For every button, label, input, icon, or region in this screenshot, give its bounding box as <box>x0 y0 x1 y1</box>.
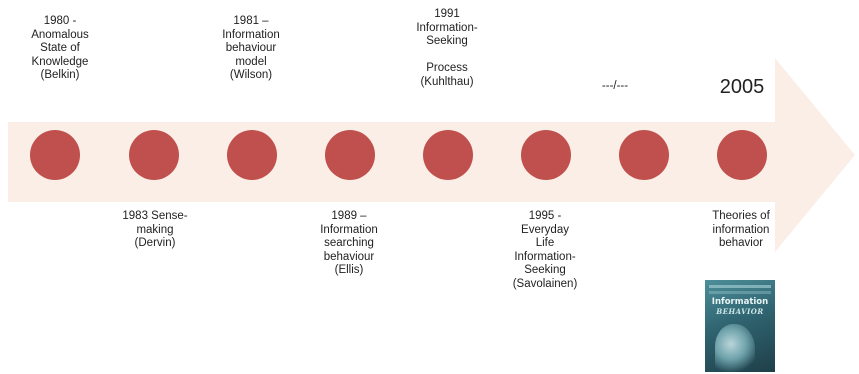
book-title-line1: Information <box>711 297 769 307</box>
timeline-dot-1 <box>30 130 80 180</box>
timeline-dot-5 <box>423 130 473 180</box>
book-cover-band <box>709 291 771 294</box>
book-cover-band <box>709 285 771 288</box>
milestone-label-2005: 2005 <box>719 76 765 98</box>
book-cover-image: Information BEHAVIOR <box>705 280 775 372</box>
timeline-dot-3 <box>227 130 277 180</box>
timeline-dot-6 <box>521 130 571 180</box>
milestone-label-wilson: 1981 – Information behaviour model (Wils… <box>222 15 280 81</box>
milestone-label-ellipsis: ---/--- <box>601 80 629 92</box>
milestone-label-ellis: 1989 – Information searching behaviour (… <box>320 210 378 276</box>
milestone-label-dervin: 1983 Sense- making (Dervin) <box>122 210 188 249</box>
milestone-label-kuhlthau: 1991 Information- Seeking Process (Kuhlt… <box>416 8 478 88</box>
timeline-dot-2 <box>129 130 179 180</box>
timeline-dot-8 <box>717 130 767 180</box>
milestone-label-belkin: 1980 - Anomalous State of Knowledge (Bel… <box>31 15 89 81</box>
book-cover-face-graphic <box>715 324 755 372</box>
timeline-dot-4 <box>325 130 375 180</box>
timeline-dot-7 <box>619 130 669 180</box>
milestone-label-savolainen: 1995 - Everyday Life Information- Seekin… <box>512 210 578 290</box>
book-title-line2: BEHAVIOR <box>716 307 764 316</box>
milestone-label-theories: Theories of information behavior <box>712 210 770 249</box>
